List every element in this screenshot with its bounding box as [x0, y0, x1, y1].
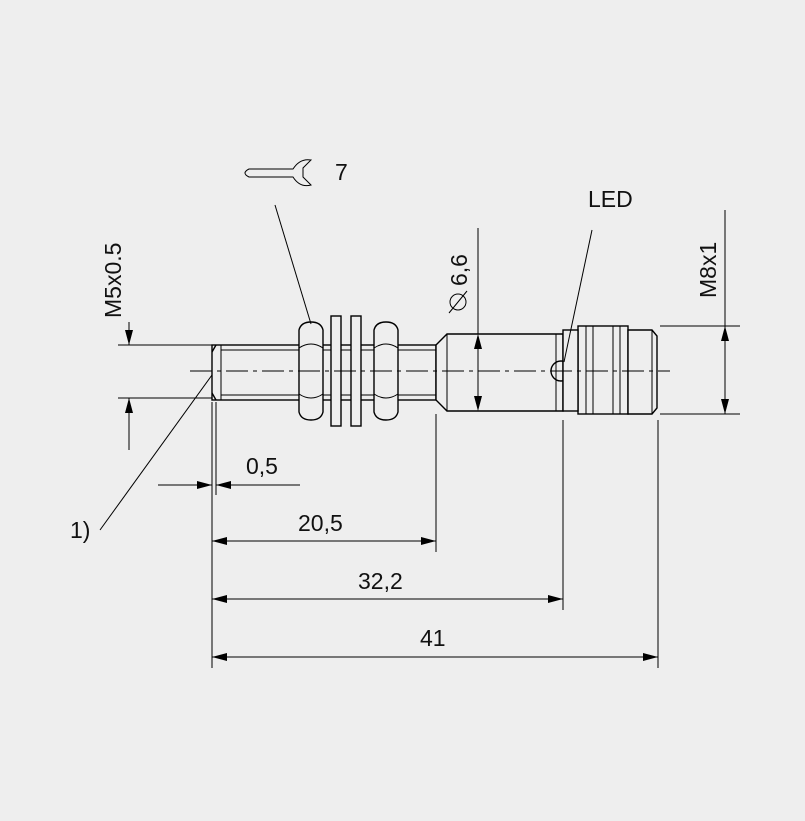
dimension-20-5: 20,5 — [212, 510, 436, 545]
diameter-dimension: 6,6 — [446, 228, 482, 411]
led-callout: LED — [563, 186, 633, 363]
dimension-20-5-label: 20,5 — [298, 510, 343, 536]
smooth-housing — [435, 333, 564, 412]
front-thread-label: M5x0.5 — [100, 243, 126, 318]
diameter-label: 6,6 — [446, 254, 472, 286]
dimension-32-2-label: 32,2 — [358, 568, 403, 594]
rear-thread-label: M8x1 — [695, 242, 721, 298]
rear-thread-dimension: M8x1 — [660, 210, 740, 415]
wrench-size-label: 7 — [335, 159, 348, 185]
diameter-symbol-icon — [448, 290, 468, 314]
wrench-callout: 7 — [244, 159, 348, 325]
led-label: LED — [588, 186, 633, 212]
dimension-41-label: 41 — [420, 625, 446, 651]
dimension-0-5-label: 0,5 — [246, 453, 278, 479]
wrench-icon — [244, 159, 313, 187]
dimension-32-2: 32,2 — [212, 568, 563, 603]
extension-lines — [211, 402, 659, 668]
dimension-41: 41 — [212, 625, 658, 661]
dimension-0-5: 0,5 — [158, 453, 300, 489]
sensor-body — [190, 315, 670, 427]
threaded-tube — [211, 344, 437, 401]
front-thread-dimension: M5x0.5 — [100, 243, 212, 450]
connector-thread — [627, 329, 658, 415]
note-callout: 1) — [70, 374, 213, 543]
note-ref-label: 1) — [70, 517, 90, 543]
